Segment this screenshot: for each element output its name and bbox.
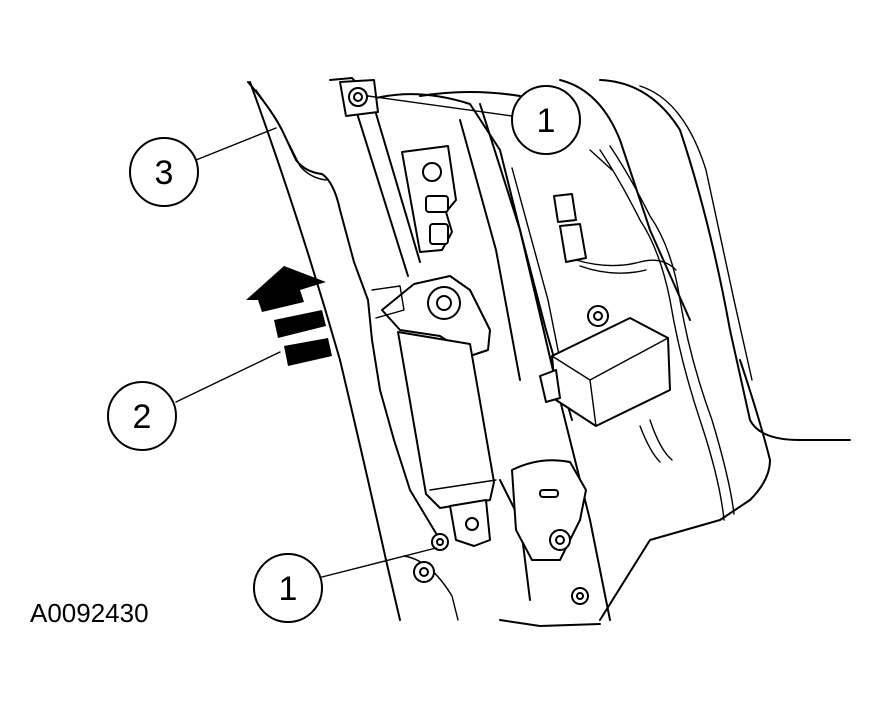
top-bolt xyxy=(339,79,379,117)
callout-3-label: 3 xyxy=(155,154,174,192)
seat-frame xyxy=(329,77,851,627)
figure-id: A0092430 xyxy=(30,598,149,628)
wiring-harness xyxy=(553,145,735,521)
callout-3: 3 xyxy=(129,137,199,207)
control-module xyxy=(539,305,671,427)
callout-1-bottom-label: 1 xyxy=(279,570,298,608)
side-airbag-module xyxy=(371,275,497,547)
upper-bracket xyxy=(401,145,457,253)
lower-bracket xyxy=(511,459,589,605)
callout-1-top-label: 1 xyxy=(537,102,556,140)
callout-1-top: 1 xyxy=(511,85,581,155)
callout-2-label: 2 xyxy=(133,398,152,436)
callout-1-bottom: 1 xyxy=(253,553,323,623)
bottom-bolt xyxy=(403,533,459,621)
direction-arrow xyxy=(246,266,332,366)
callout-2: 2 xyxy=(107,381,177,451)
seat-back-trim xyxy=(247,81,441,621)
leader-lines xyxy=(175,95,513,579)
